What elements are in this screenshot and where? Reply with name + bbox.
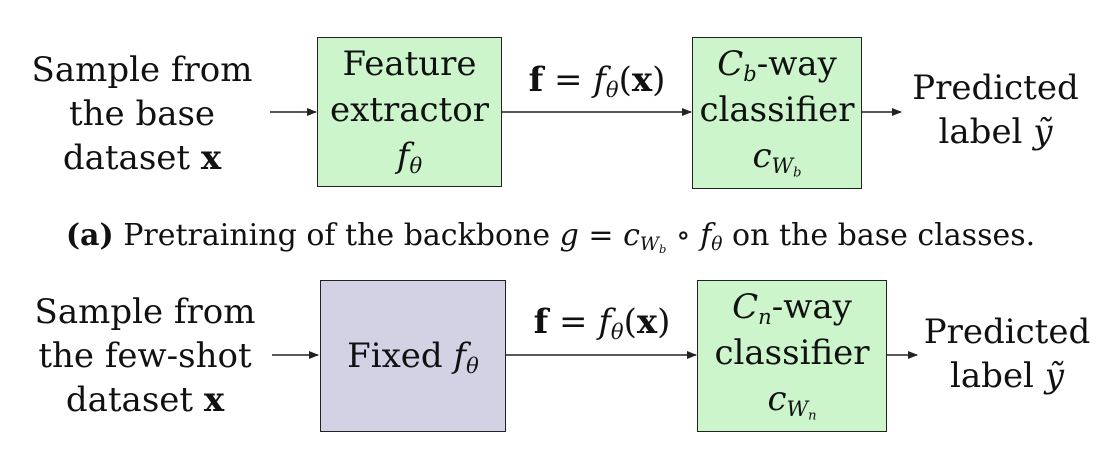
panel-b-edge-open: (	[623, 302, 637, 342]
panel-b-output-var-y: ỹ	[1044, 356, 1064, 396]
panel-a-feature-symbol-sub: θ	[409, 152, 423, 178]
panel-a-classifier-line2: classifier	[699, 90, 855, 130]
panel-a-output-line2-text: label	[938, 112, 1034, 152]
panel-a-caption-f: f	[700, 218, 712, 253]
panel-a-caption-circ: ∘	[666, 218, 701, 253]
panel-a-caption-text1: Pretraining of the backbone	[113, 218, 560, 253]
panel-a-caption-g: g	[559, 218, 579, 253]
panel-b-classifier-symbol-sub: W	[786, 395, 809, 421]
panel-b-edge-label: f = fθ(x)	[509, 300, 695, 354]
panel-a-caption-c: c	[623, 218, 640, 253]
panel-b-fixed-symbol-sub: θ	[466, 352, 479, 378]
panel-a-input-var-x: x	[200, 138, 222, 178]
panel-a-caption-c-sub: W	[639, 234, 660, 256]
panel-a-input-line3: dataset x	[18, 136, 266, 180]
panel-a-edge-fn-sub: θ	[605, 76, 619, 102]
panel-b-classifier-line1: Cn-way	[698, 285, 886, 339]
panel-b-classifier-count-sub: n	[758, 303, 772, 329]
panel-b-edge-arg: x	[636, 302, 658, 342]
panel-a-classifier-symbol-subsub: b	[793, 165, 802, 181]
panel-a-caption-c-subgroup: Wb	[639, 234, 667, 257]
panel-a-classifier-symbol: cWb	[693, 134, 861, 196]
panel-a-feature-extractor-box: Feature extractor fθ	[317, 37, 502, 187]
panel-a-edge-eq: =	[543, 60, 594, 100]
panel-a-edge-open: (	[618, 60, 632, 100]
panel-a-classifier-count-sub: b	[743, 60, 757, 86]
panel-a-caption-eq: =	[578, 218, 624, 253]
panel-a-classifier-symbol-sub: W	[771, 152, 794, 178]
panel-b-input-line2: the few-shot	[38, 336, 252, 376]
panel-a-edge-lhs: f	[528, 60, 544, 100]
panel-b-classifier-box: Cn-way classifier cWn	[697, 280, 887, 432]
panel-b-output-label: Predicted label ỹ	[917, 310, 1097, 398]
panel-b-classifier-symbol-subgroup: Wn	[786, 395, 817, 424]
panel-b-input-var-x: x	[203, 380, 225, 420]
panel-a-feature-symbol: fθ	[318, 134, 501, 188]
panel-b-input-label: Sample from the few-shot dataset x	[18, 290, 272, 422]
panel-a-caption-tag: (a)	[65, 218, 114, 253]
panel-b-output-line2: label ỹ	[917, 354, 1097, 398]
panel-a-input-line1: Sample from	[31, 50, 253, 90]
panel-b-output-line1: Predicted	[923, 312, 1091, 352]
panel-a-caption-text2: on the base classes.	[722, 218, 1036, 253]
panel-a-edge-label: f = fθ(x)	[505, 58, 689, 112]
panel-a-classifier-symbol-c: c	[752, 136, 772, 176]
panel-b-input-line3-text: dataset	[65, 380, 204, 420]
panel-b-edge-fn-sub: θ	[610, 318, 624, 344]
panel-a-classifier-suffix: -way	[756, 44, 837, 84]
panel-b-classifier-symbol-c: c	[767, 379, 787, 419]
panel-a-edge-close: )	[652, 60, 666, 100]
panel-b-edge-close: )	[657, 302, 671, 342]
panel-b-classifier-symbol: cWn	[698, 377, 886, 439]
panel-b-edge-lhs: f	[533, 302, 549, 342]
panel-b-classifier-suffix: -way	[771, 287, 852, 327]
panel-a-input-line3-text: dataset	[62, 138, 201, 178]
panel-b-fixed-text: Fixed	[347, 336, 454, 376]
panel-a-edge-arg: x	[631, 60, 653, 100]
panel-a-input-line2: the base	[68, 94, 216, 134]
panel-a-output-line1: Predicted	[912, 68, 1079, 108]
panel-a-classifier-symbol-subgroup: Wb	[771, 152, 802, 181]
panel-b-classifier-count: C	[732, 287, 759, 327]
panel-a-output-line2: label ỹ	[903, 110, 1088, 154]
panel-a-feature-line1: Feature	[342, 44, 477, 84]
panel-a-feature-line2: extractor	[330, 90, 489, 130]
panel-a-feature-symbol-f: f	[396, 136, 410, 176]
panel-a-classifier-box: Cb-way classifier cWb	[692, 37, 862, 189]
panel-b-classifier-symbol-subsub: n	[808, 408, 817, 424]
panel-b-input-line1: Sample from	[34, 292, 256, 332]
panel-a-caption: (a) Pretraining of the backbone g = cWb …	[0, 216, 1101, 269]
panel-a-edge-fn: f	[593, 60, 606, 100]
panel-a-input-label: Sample from the base dataset x	[18, 48, 266, 180]
panel-b-classifier-line2: classifier	[714, 333, 870, 373]
panel-b-input-line3: dataset x	[18, 378, 272, 422]
panel-b-fixed-label: Fixed fθ	[321, 334, 505, 388]
panel-a-classifier-line1: Cb-way	[693, 42, 861, 96]
panel-a-caption-f-sub: θ	[711, 234, 723, 256]
panel-a-output-label: Predicted label ỹ	[903, 66, 1088, 154]
panel-b-output-line2-text: label	[950, 356, 1045, 396]
panel-a-classifier-count: C	[717, 44, 744, 84]
panel-b-fixed-symbol-f: f	[453, 336, 467, 376]
panel-b-edge-fn: f	[598, 302, 611, 342]
panel-a-caption-c-subsub: b	[659, 242, 667, 257]
panel-b-fixed-extractor-box: Fixed fθ	[320, 280, 506, 432]
panel-b-edge-eq: =	[548, 302, 599, 342]
panel-a-output-var-y: ỹ	[1033, 112, 1053, 152]
